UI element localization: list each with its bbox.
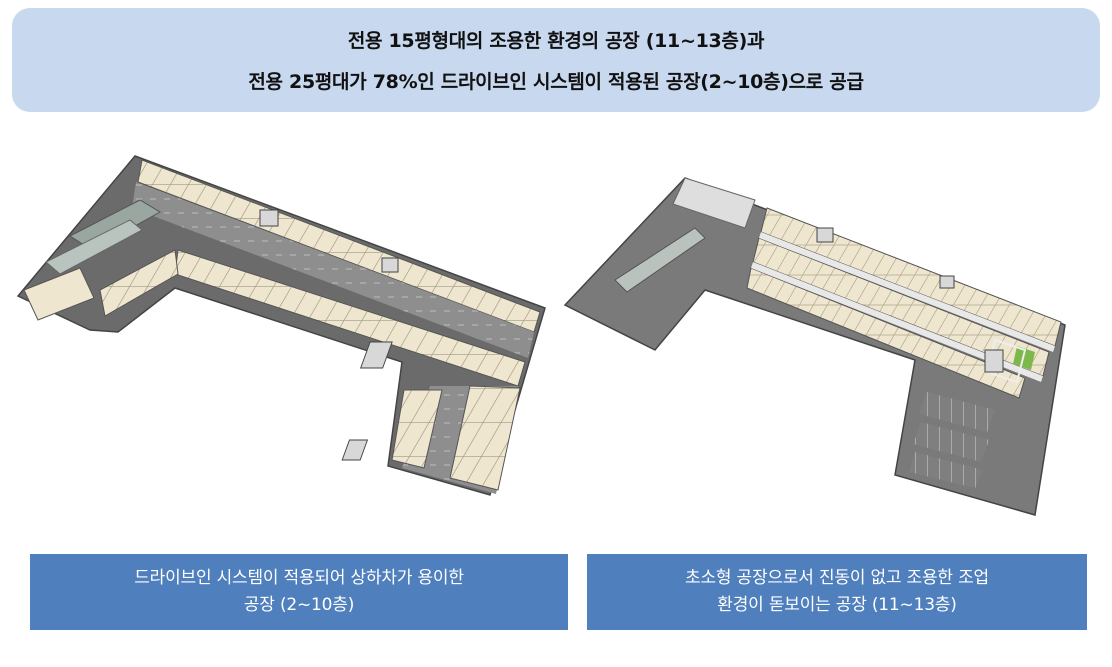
caption-drive-in-factory: 드라이브인 시스템이 적용되어 상하차가 용이한 공장 (2~10층) xyxy=(30,554,568,630)
floor-plan-2-10 xyxy=(10,150,550,510)
floor-plan-2-10-drawing xyxy=(16,155,546,496)
caption-left-line-2: 공장 (2~10층) xyxy=(243,595,355,615)
caption-right-line-1: 초소형 공장으로서 진동이 없고 조용한 조업 xyxy=(685,568,989,588)
title-line-2: 전용 25평대가 78%인 드라이브인 시스템이 적용된 공장(2~10층)으로… xyxy=(248,71,864,93)
caption-right-line-2: 환경이 돋보이는 공장 (11~13층) xyxy=(717,595,957,615)
caption-left-line-1: 드라이브인 시스템이 적용되어 상하차가 용이한 xyxy=(134,568,464,588)
caption-quiet-small-factory: 초소형 공장으로서 진동이 없고 조용한 조업 환경이 돋보이는 공장 (11~… xyxy=(587,554,1087,630)
title-banner: 전용 15평형대의 조용한 환경의 공장 (11~13층)과 전용 25평대가 … xyxy=(12,8,1100,112)
floor-plan-11-13 xyxy=(555,170,1095,530)
title-line-1: 전용 15평형대의 조용한 환경의 공장 (11~13층)과 xyxy=(347,30,765,52)
floor-plan-11-13-drawing xyxy=(563,177,1066,516)
